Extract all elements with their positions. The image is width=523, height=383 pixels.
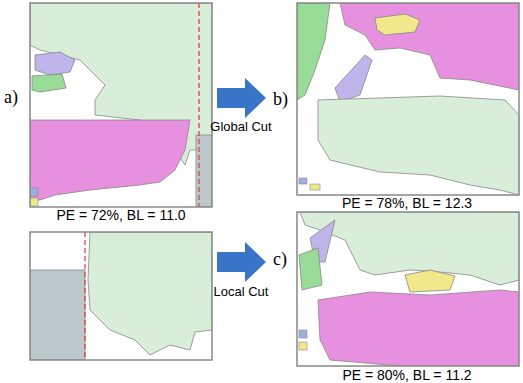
local-arrow bbox=[217, 242, 266, 282]
panel-letter: a) bbox=[4, 88, 18, 106]
metric-caption: PE = 80%, BL = 11.2 bbox=[342, 368, 471, 382]
metric-caption: PE = 72%, BL = 11.0 bbox=[56, 208, 185, 222]
panel-c bbox=[299, 212, 519, 366]
global-arrow bbox=[217, 78, 266, 118]
panel-letter: c) bbox=[273, 250, 287, 268]
metric-caption: PE = 78%, BL = 12.3 bbox=[342, 196, 472, 210]
panel-letter: b) bbox=[273, 90, 288, 108]
arrow-label: Local Cut bbox=[214, 285, 269, 298]
panel-local bbox=[30, 232, 212, 360]
arrow-label: Global Cut bbox=[210, 120, 271, 133]
panel-a bbox=[30, 3, 212, 207]
panel-b bbox=[297, 3, 519, 195]
